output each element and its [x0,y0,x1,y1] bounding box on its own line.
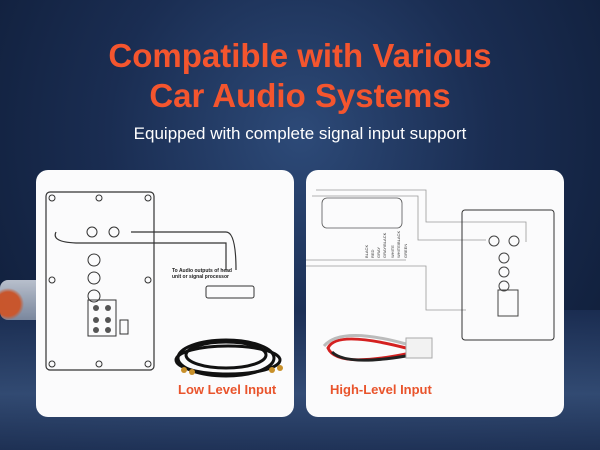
wire-label: RED [370,249,375,258]
high-level-wiring-diagram: BLACK RED GRAY GRAY/BLACK WHITE WHITE/BL… [306,189,555,362]
low-level-input-card: To Audio outputs of head unit or signal … [36,170,294,417]
subtitle: Equipped with complete signal input supp… [133,124,467,143]
wire-label: WHITE [390,245,395,258]
low-level-input-caption: Low Level Input [178,382,277,397]
wire-label: WHITE/BLACK [396,231,401,258]
wire-label: BLACK [364,245,369,258]
background-car [0,280,40,320]
harness-image [322,334,407,362]
wire-label: GRAY [376,247,381,258]
high-level-input-card: BLACK RED GRAY GRAY/BLACK WHITE WHITE/BL… [306,170,564,417]
low-level-wiring-diagram [45,191,283,378]
rca-cable-image [174,338,282,378]
wire-label: GREEN [403,244,408,258]
title-line-1: Compatible with Various [108,37,492,74]
head-unit-note: To Audio outputs of head unit or signal … [172,268,232,280]
high-level-input-caption: High-Level Input [330,382,432,397]
wire-label: GRAY/BLACK [382,232,387,258]
title-line-2: Car Audio Systems [149,77,451,114]
wire-labels: BLACK RED GRAY GRAY/BLACK WHITE WHITE/BL… [364,231,408,258]
